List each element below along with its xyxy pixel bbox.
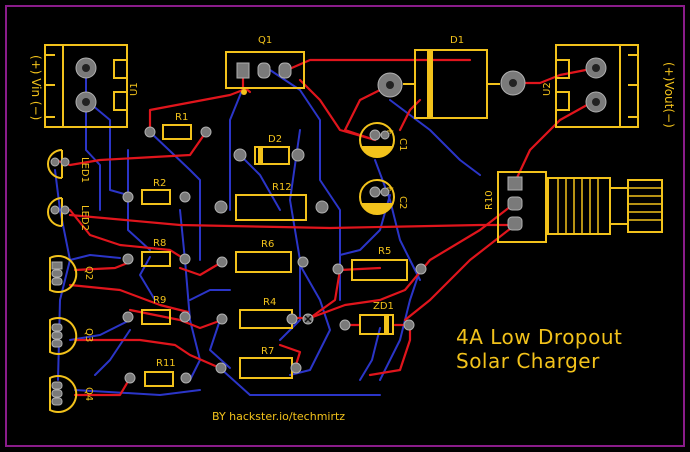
q2-transistor: Q2 (49, 255, 94, 293)
q4-transistor: Q4 (49, 375, 94, 413)
led1: LED1 (47, 149, 90, 183)
r11-label: R11 (156, 358, 176, 369)
r12-resistor: R12 (214, 182, 329, 221)
d1-diode: D1 (377, 35, 526, 119)
r6-label: R6 (261, 239, 274, 250)
r1-resistor: R1 (144, 112, 212, 140)
r11-resistor: R11 (124, 358, 192, 387)
r9-label: R9 (153, 295, 166, 306)
r10-label: R10 (484, 190, 495, 210)
q1-label: Q1 (258, 35, 272, 46)
r7-resistor: R7 (215, 346, 302, 379)
d2-label: D2 (268, 134, 282, 145)
led2-label: LED2 (79, 205, 90, 231)
q1-transistor: Q1 (225, 35, 305, 95)
board-title-line1: 4A Low Dropout (456, 325, 622, 349)
c2-capacitor: + C2 (359, 179, 408, 215)
d1-label: D1 (450, 35, 464, 46)
r4-resistor: R4 (216, 297, 314, 329)
r2-resistor: R2 (122, 178, 191, 205)
r10-potentiometer: R10 (484, 171, 663, 243)
vout-label: (+)Vout(−) (662, 62, 676, 128)
c1-capacitor: + C1 (359, 122, 408, 158)
r7-label: R7 (261, 346, 274, 357)
u1-label: U1 (129, 82, 140, 96)
r9-resistor: R9 (122, 295, 191, 325)
r5-label: R5 (378, 246, 391, 257)
q3-label: Q3 (83, 328, 94, 342)
r8-resistor: R8 (122, 238, 191, 267)
led2: LED2 (47, 197, 90, 231)
q3-transistor: Q3 (49, 317, 94, 355)
r8-label: R8 (153, 238, 166, 249)
u2-label: U2 (542, 82, 553, 96)
d2-diode: D2 (233, 134, 305, 165)
led1-label: LED1 (79, 157, 90, 183)
vin-label: (+) Vin (−) (29, 55, 43, 120)
r1-label: R1 (175, 112, 188, 123)
c2-plus: + (386, 183, 394, 194)
c1-label: C1 (397, 138, 408, 151)
r4-label: R4 (263, 297, 276, 308)
r5-resistor: R5 (332, 246, 427, 281)
zd1-zener-diode: ZD1 (339, 301, 415, 335)
r2-label: R2 (153, 178, 166, 189)
r6-resistor: R6 (216, 239, 309, 273)
c2-label: C2 (397, 196, 408, 209)
u1-terminal-block: U1 (+) Vin (−) (29, 44, 140, 128)
top-copper-layer (53, 58, 598, 397)
r12-label: R12 (272, 182, 292, 193)
board-outline (5, 5, 685, 447)
board-title-line2: Solar Charger (456, 349, 600, 373)
zd1-label: ZD1 (373, 301, 394, 312)
u2-terminal-block: U2 (+)Vout(−) (542, 44, 676, 128)
q4-label: Q4 (83, 387, 94, 401)
q2-label: Q2 (83, 266, 94, 280)
c1-plus: + (386, 126, 394, 137)
credit-text: BY hackster.io/techmirtz (212, 410, 345, 423)
